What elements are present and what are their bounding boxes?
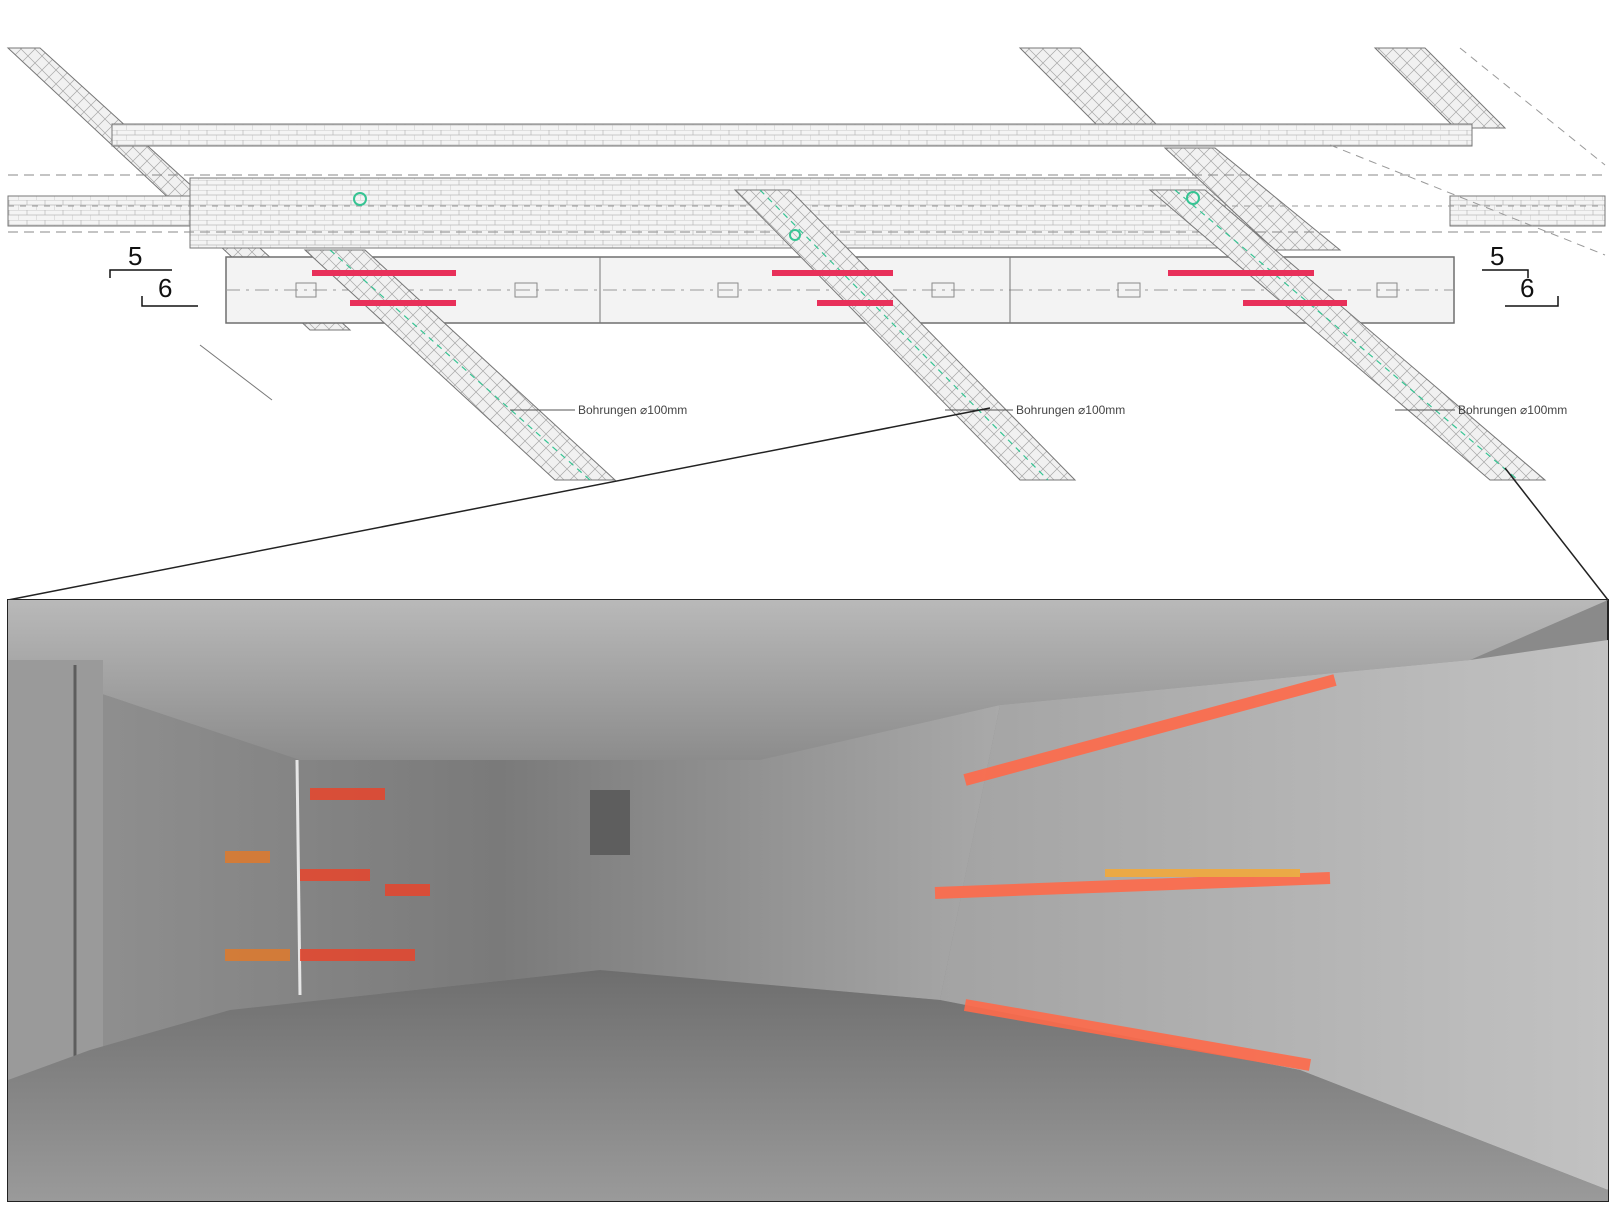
callout-1: Bohrungen ⌀100mm — [510, 403, 687, 417]
drill-strip-1 — [303, 249, 617, 481]
photo-floor — [8, 970, 1608, 1201]
side-band-right — [1449, 195, 1606, 227]
callout-3-label: Bohrungen ⌀100mm — [1458, 403, 1567, 417]
dashed-diagonal-far-right — [1329, 144, 1606, 256]
section-mark-left-lower: 6 — [158, 273, 172, 303]
green-markers — [353, 191, 1200, 241]
section-mark-right: 5 6 — [1482, 241, 1559, 307]
dashed-diagonal-right — [1459, 47, 1606, 166]
zoom-leaders — [7, 407, 1609, 601]
red-drill-lines — [312, 270, 1347, 306]
plan-drawing: 5 6 5 6 Bohrungen ⌀100mm Bohrungen ⌀100m… — [6, 47, 1606, 481]
drill-strip-3 — [1148, 189, 1547, 481]
section-mark-right-lower: 6 — [1520, 273, 1534, 303]
section-mark-left: 5 6 — [109, 241, 198, 307]
dimension-line-left — [199, 344, 273, 401]
photo-markings-right — [934, 674, 1337, 1071]
callout-3: Bohrungen ⌀100mm — [1395, 403, 1567, 417]
main-beam — [189, 177, 1251, 249]
photo-right-wall — [940, 640, 1608, 1190]
diagonal-wall-top-right-1 — [1018, 47, 1162, 129]
drill-strip-2 — [733, 189, 1077, 481]
callout-1-label: Bohrungen ⌀100mm — [578, 403, 687, 417]
photo-ceiling — [8, 600, 1608, 760]
tunnel-photo — [7, 599, 1609, 1202]
section-mark-left-upper: 5 — [128, 241, 142, 271]
slab-cell-markers — [295, 282, 1398, 298]
right-inclined-block — [1163, 147, 1342, 251]
callout-2-label: Bohrungen ⌀100mm — [1016, 403, 1125, 417]
section-mark-right-upper: 5 — [1490, 241, 1504, 271]
photo-opening — [590, 790, 630, 855]
upper-band — [111, 123, 1473, 147]
photo-markings-left — [225, 788, 430, 961]
diagonal-wall-top-right-2 — [1373, 47, 1507, 129]
